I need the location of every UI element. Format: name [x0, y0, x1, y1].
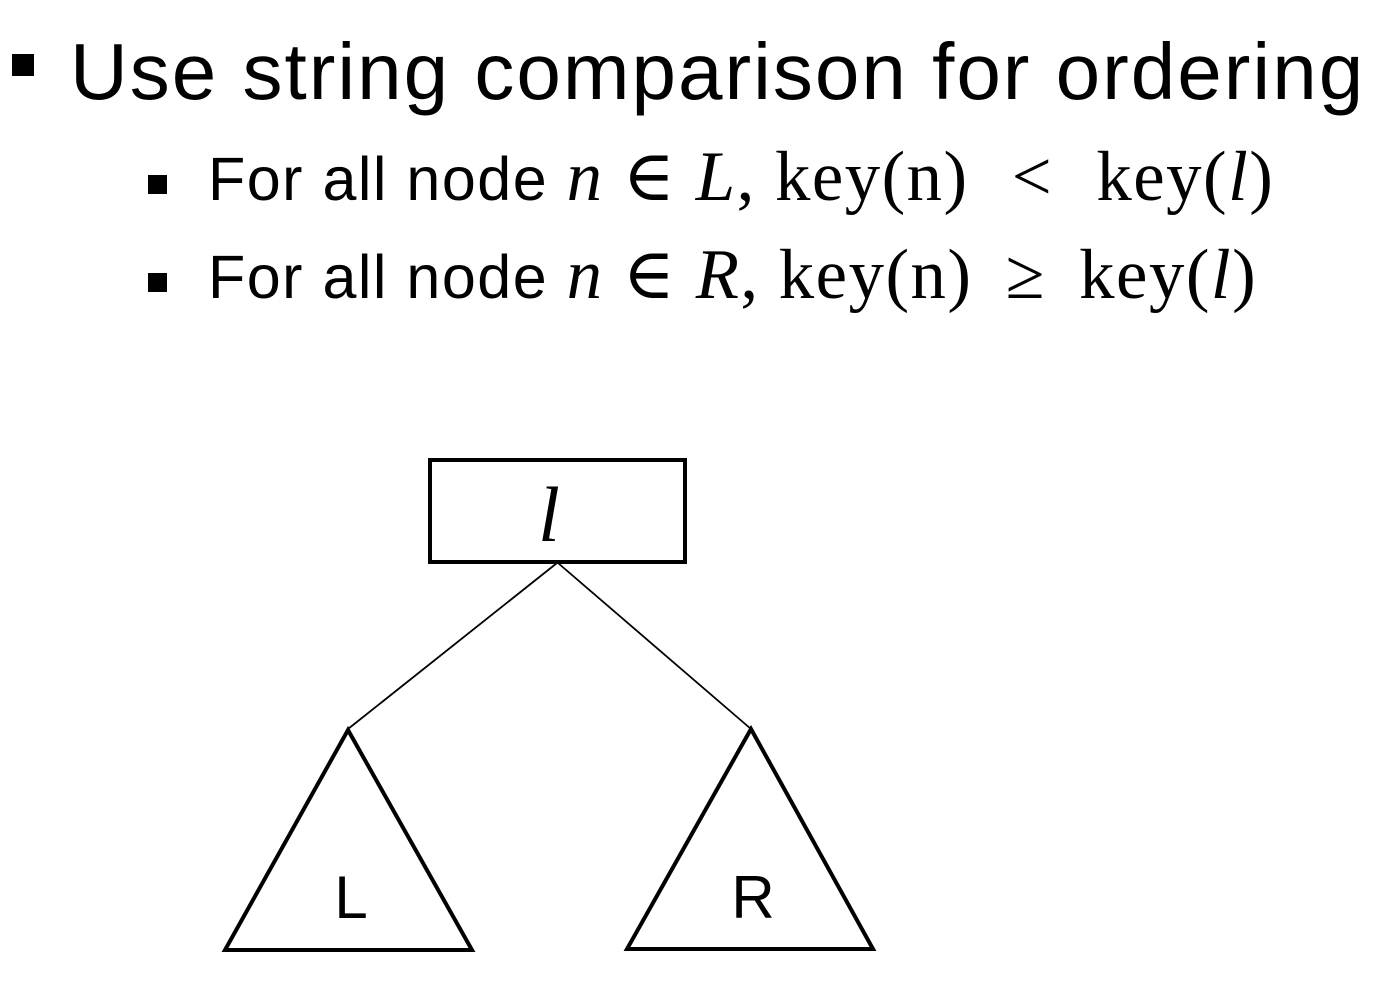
right-subtree-triangle — [623, 724, 877, 951]
right-subtree-label: R — [731, 864, 774, 931]
less-than-operator: < — [992, 138, 1073, 216]
main-bullet-marker — [12, 54, 34, 76]
math-var-l: l — [1228, 138, 1250, 216]
math-var-l: l — [1210, 236, 1233, 314]
element-of-symbol: ∈ — [603, 138, 696, 216]
edge-to-right-subtree — [557, 562, 752, 730]
key-close: ) — [1232, 236, 1258, 314]
math-var-n: n — [566, 138, 604, 216]
key-close: ) — [1249, 138, 1275, 216]
key-of-n: , key(n) — [736, 138, 969, 216]
math-set-R: R — [695, 236, 741, 314]
sub-bullet-2-text: For all node n ∈ R, key(n) ≥ key(l) — [208, 240, 1257, 311]
sub-bullet-1-prefix: For all node — [208, 145, 567, 213]
key-open: key( — [1079, 236, 1211, 314]
key-of-n: , key(n) — [740, 236, 973, 314]
key-open: key( — [1096, 138, 1229, 216]
greater-equal-operator: ≥ — [986, 236, 1066, 314]
sub-bullet-2-prefix: For all node — [208, 243, 567, 311]
left-subtree-triangle — [221, 725, 476, 952]
sub-bullet-1-text: For all node n ∈ L, key(n) < key(l) — [208, 142, 1274, 213]
root-node-box — [428, 458, 687, 564]
edge-to-left-subtree — [347, 562, 558, 730]
main-bullet-text: Use string comparison for ordering — [70, 27, 1366, 116]
left-subtree-label: L — [334, 864, 367, 931]
math-set-L: L — [695, 138, 737, 216]
math-var-n: n — [566, 236, 604, 314]
root-node-label: l — [538, 471, 560, 558]
sub-bullet-1-marker — [148, 175, 167, 194]
element-of-symbol: ∈ — [603, 236, 696, 314]
sub-bullet-2-marker — [148, 273, 167, 292]
